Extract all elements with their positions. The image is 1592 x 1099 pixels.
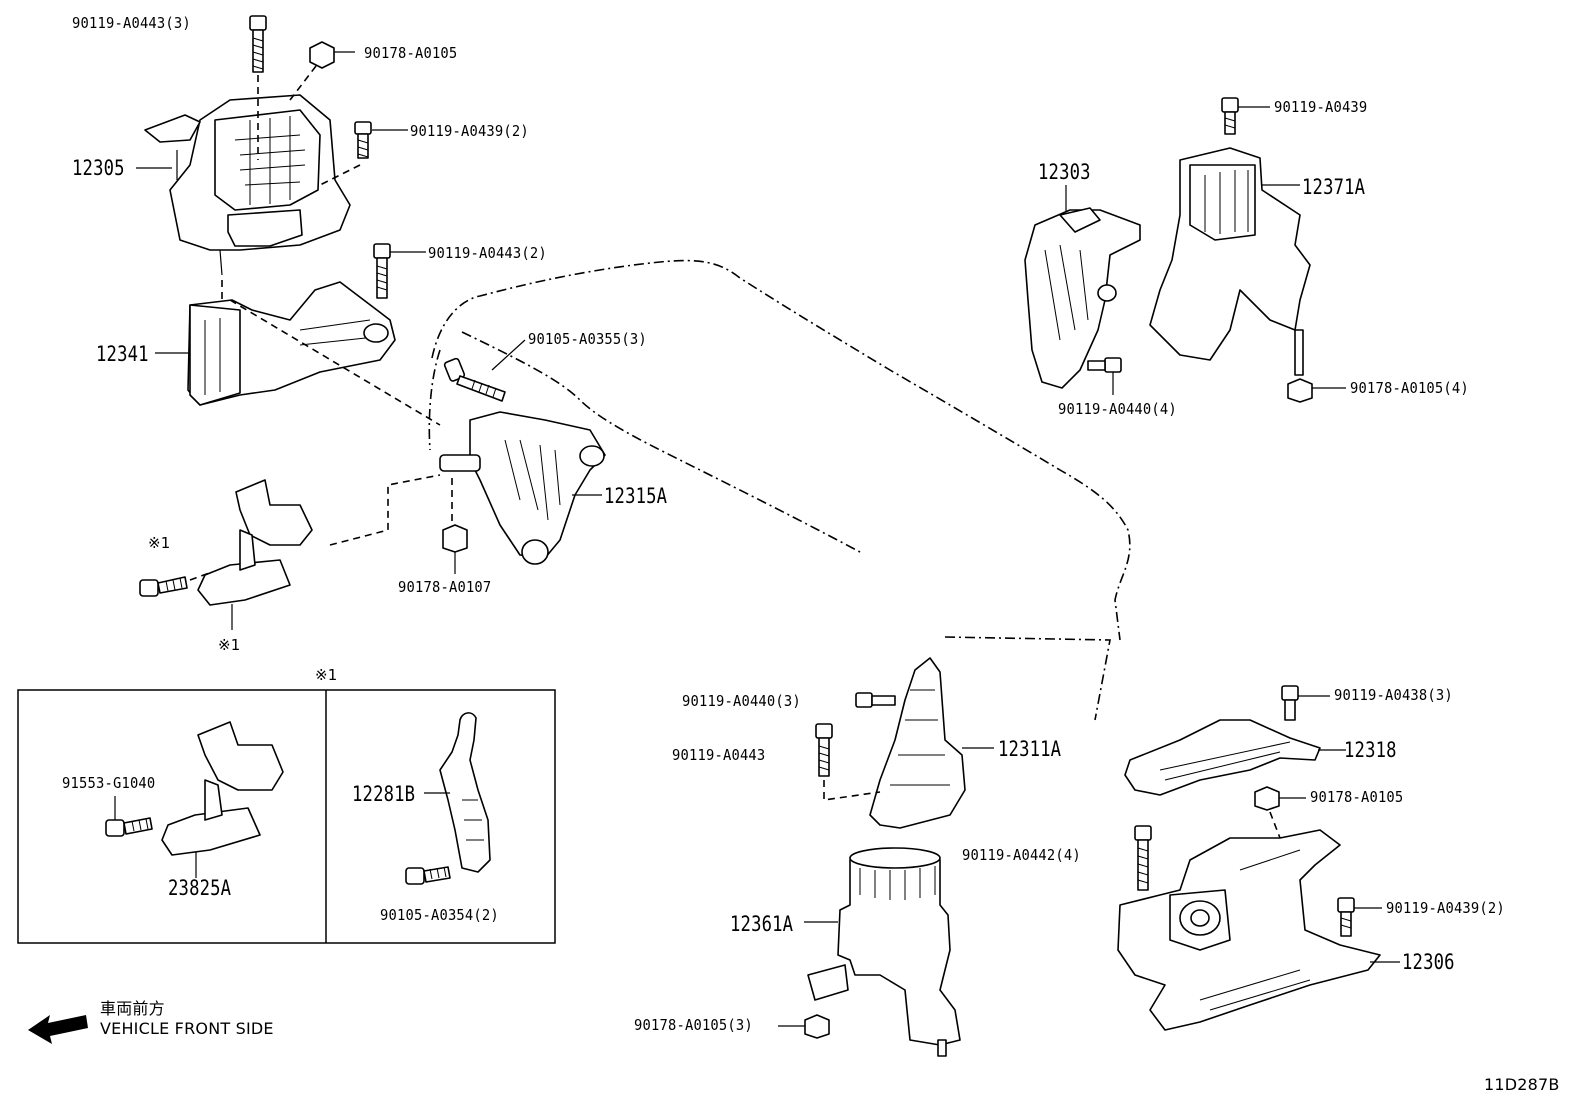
label-23825A: 23825A	[168, 876, 232, 900]
label-12315A: 12315A	[604, 484, 668, 508]
label-90105-A0354-2: 90105-A0354(2)	[380, 906, 499, 924]
label-mark-1-bracket: ※1	[218, 636, 241, 654]
label-90178-A0107: 90178-A0107	[398, 578, 492, 596]
label-mark-1-box: ※1	[315, 666, 338, 684]
engine-outline-bottom	[944, 636, 1111, 721]
nut-90178-A0105-top-drawing	[309, 41, 355, 69]
bolt-90119-A0439-top-drawing	[354, 121, 408, 159]
bolt-90119-A0440-4-drawing	[1087, 357, 1122, 395]
label-90178-A0105-top: 90178-A0105	[364, 44, 458, 62]
nut-90178-A0105-3-drawing	[778, 1014, 830, 1039]
label-12303: 12303	[1038, 160, 1091, 184]
engine-outline-inner	[461, 331, 861, 553]
label-12341: 12341	[96, 342, 149, 366]
label-90119-A0438-3: 90119-A0438(3)	[1334, 686, 1453, 704]
label-12318: 12318	[1344, 738, 1397, 762]
engine-outline	[431, 259, 1131, 641]
mount-12305-drawing	[144, 94, 351, 276]
bracket-23825A-left-drawing	[197, 479, 313, 630]
label-90119-A0439: 90119-A0439	[1274, 98, 1368, 116]
label-90119-A0443: 90119-A0443	[672, 746, 766, 764]
bolt-90119-A0439-2-right-drawing	[1337, 897, 1382, 937]
label-90105-A0355-3: 90105-A0355(3)	[528, 330, 647, 348]
bolt-90119-A0443-mid-drawing	[373, 243, 426, 299]
bolt-90119-A0440-3-drawing	[855, 692, 896, 708]
label-90178-A0105-3: 90178-A0105(3)	[634, 1016, 753, 1034]
bolt-90119-A0438-3-drawing	[1281, 685, 1330, 721]
label-12305: 12305	[72, 156, 125, 180]
bolt-90119-A0439-top-right-drawing	[1221, 97, 1270, 135]
bracket-12303-drawing	[1024, 185, 1141, 389]
bracket-23825A-detail-drawing	[161, 721, 284, 878]
label-12371A: 12371A	[1302, 175, 1366, 199]
label-90178-A0105-right: 90178-A0105	[1310, 788, 1404, 806]
label-90119-A0439-2-right: 90119-A0439(2)	[1386, 899, 1505, 917]
mount-12315A-drawing	[439, 411, 606, 565]
bolt-90119-A0443-top-drawing	[249, 15, 267, 73]
bracket-12311A-drawing	[869, 657, 994, 829]
label-90178-A0105-4: 90178-A0105(4)	[1350, 379, 1469, 397]
bolt-91553-G1040-drawing	[105, 796, 153, 837]
front-arrow-shape	[28, 1015, 88, 1044]
label-90119-A0439-2-top: 90119-A0439(2)	[410, 122, 529, 140]
bolt-90105-A0354-drawing	[405, 866, 451, 885]
label-90119-A0440-3: 90119-A0440(3)	[682, 692, 801, 710]
bracket-12318-drawing	[1124, 719, 1346, 796]
nut-90178-A0105-right-drawing	[1254, 786, 1306, 811]
bolt-90119-A0442-4-drawing	[1134, 825, 1152, 891]
front-side-label-en: VEHICLE FRONT SIDE	[100, 1019, 274, 1038]
label-91553-G1040: 91553-G1040	[62, 774, 156, 792]
label-12306: 12306	[1402, 950, 1455, 974]
nut-90178-A0105-4-drawing	[1287, 378, 1346, 403]
mount-12361A-drawing	[804, 847, 961, 1057]
label-12281B: 12281B	[352, 782, 416, 806]
bolt-mark-1-drawing	[139, 576, 188, 597]
mount-12371A-drawing	[1149, 147, 1311, 376]
label-12361A: 12361A	[730, 912, 794, 936]
bracket-12281B-drawing	[424, 712, 491, 873]
nut-90178-A0107-drawing	[442, 524, 468, 574]
mount-12306-drawing	[1117, 829, 1400, 1031]
diagram-code: 11D287B	[1484, 1075, 1560, 1094]
label-mark-1-bolt: ※1	[148, 534, 171, 552]
detail-box	[17, 689, 556, 944]
bolt-90105-A0355-drawing	[443, 339, 526, 402]
bracket-12341-drawing	[155, 281, 396, 406]
label-90119-A0442-4: 90119-A0442(4)	[962, 846, 1081, 864]
label-12311A: 12311A	[998, 737, 1062, 761]
label-90119-A0443-3: 90119-A0443(3)	[72, 14, 191, 32]
label-90119-A0440-4: 90119-A0440(4)	[1058, 400, 1177, 418]
engine-outline-left	[428, 349, 441, 451]
front-side-label-jp: 車両前方	[100, 999, 165, 1018]
label-90119-A0443-2: 90119-A0443(2)	[428, 244, 547, 262]
bolt-90119-A0443-right-drawing	[815, 723, 833, 777]
